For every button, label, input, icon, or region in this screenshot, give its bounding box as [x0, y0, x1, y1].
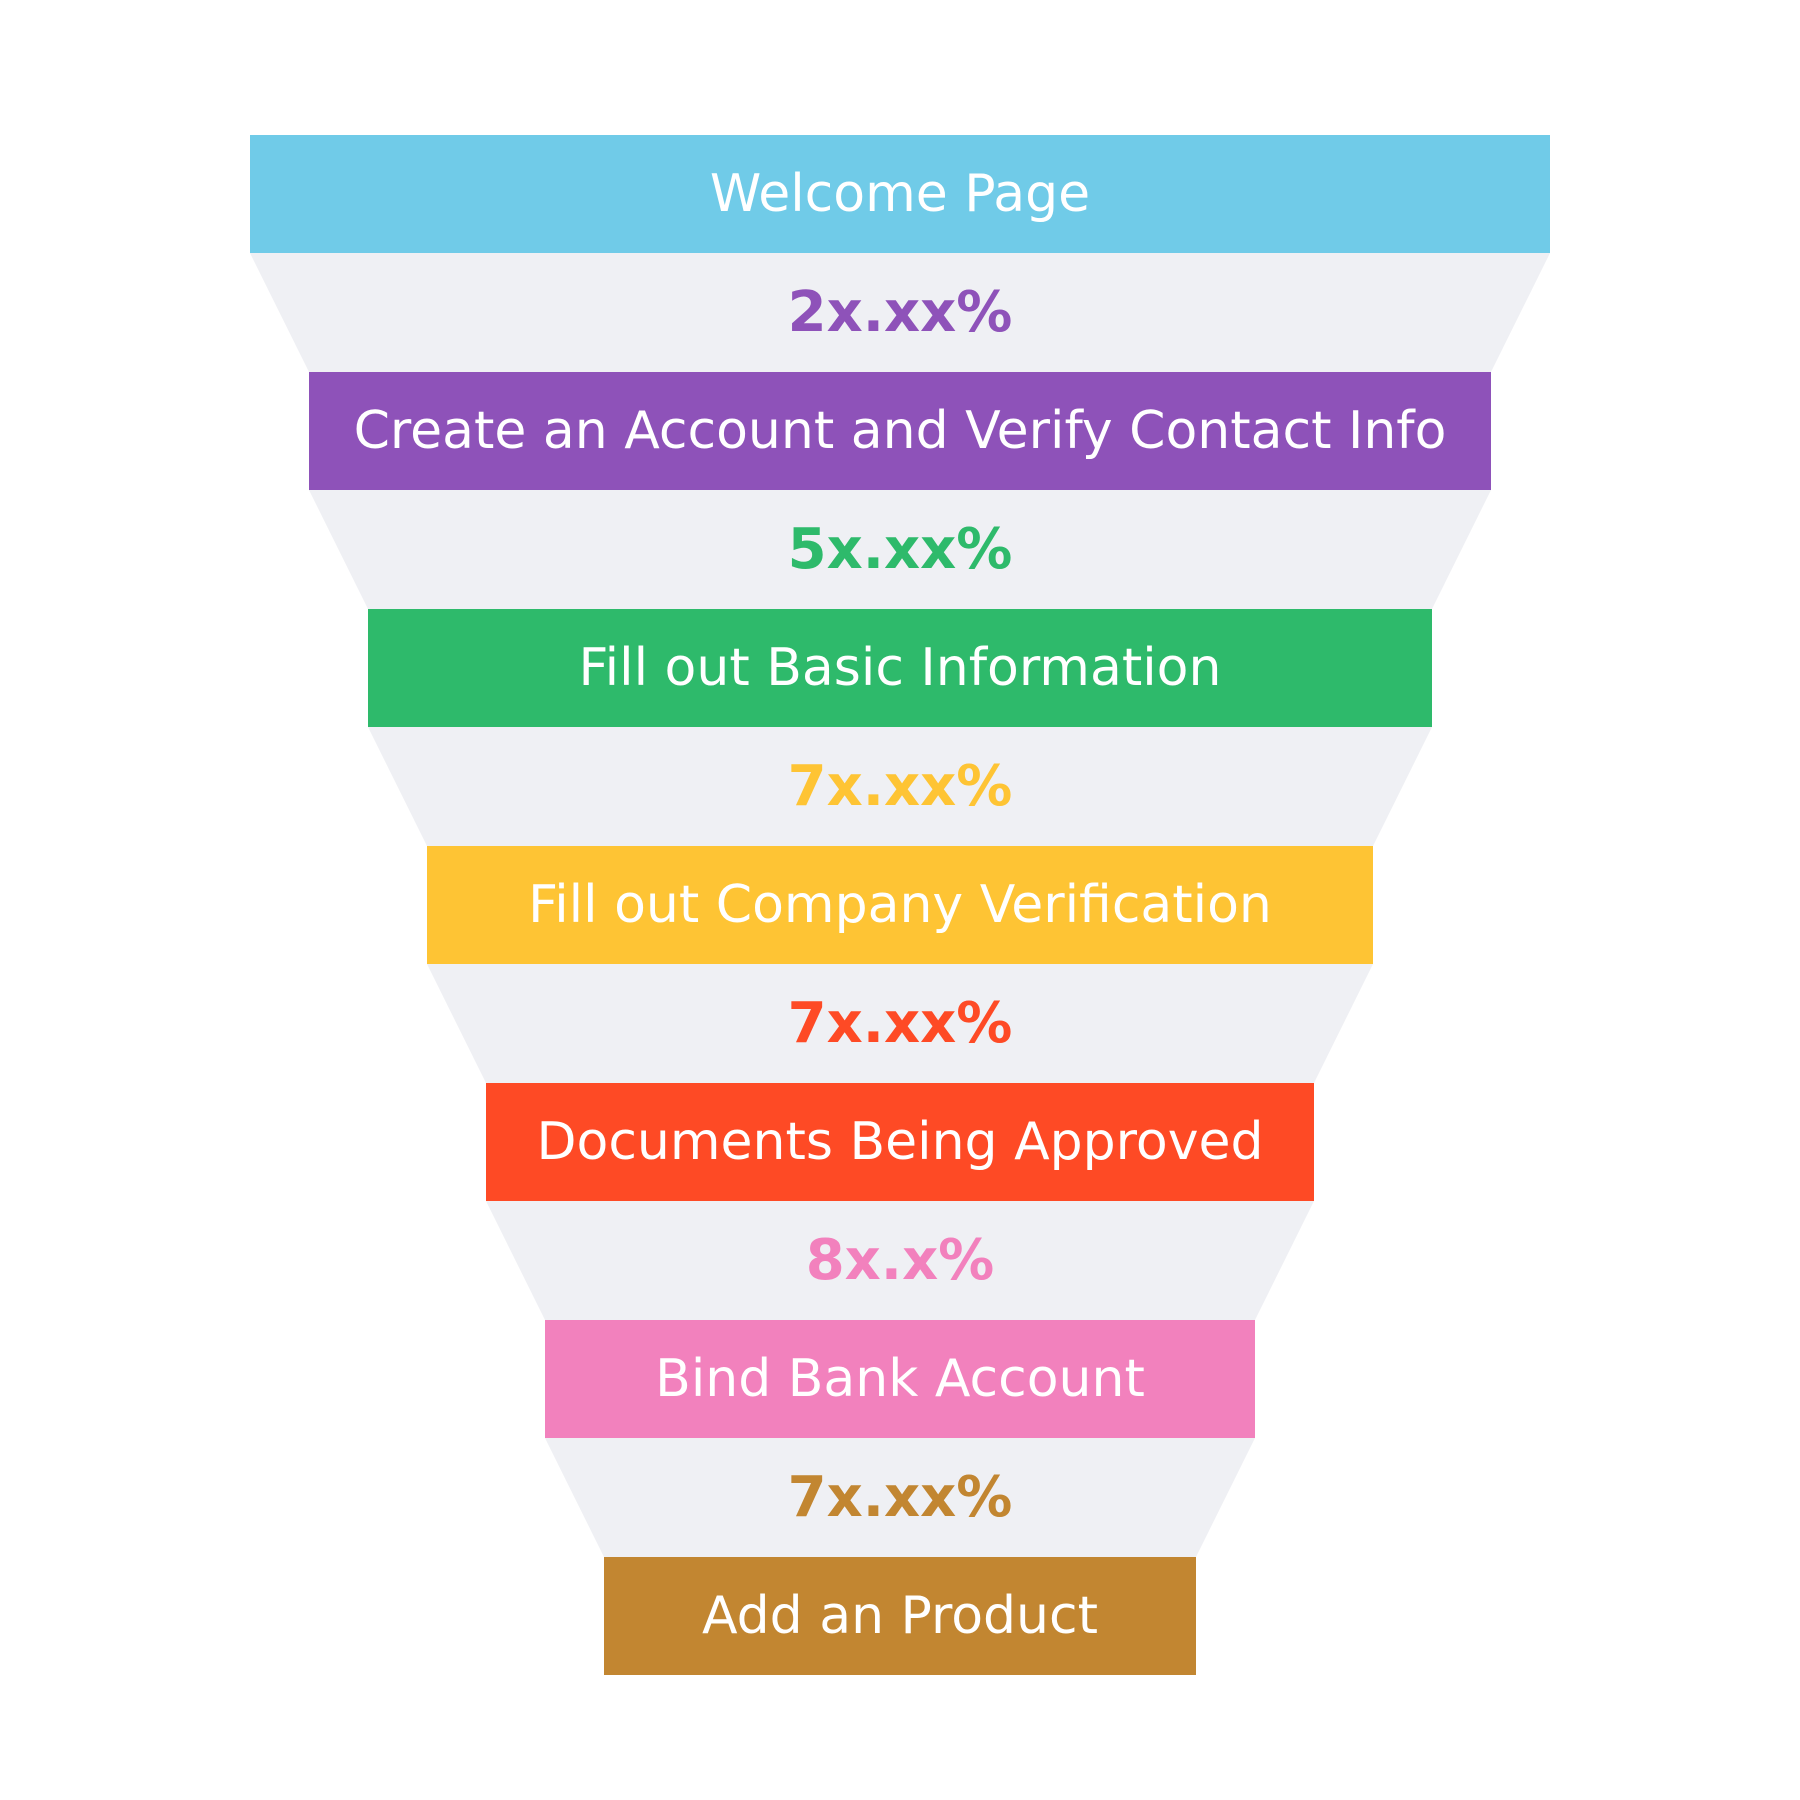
- funnel-connector: [309, 490, 1491, 609]
- funnel-rates: 2x.xx% 5x.xx% 7x.xx% 7x.xx% 8x.x% 7x.xx%: [788, 280, 1013, 1530]
- funnel-conversion-rate: 5x.xx%: [788, 517, 1013, 582]
- funnel-stage-label: Fill out Company Verification: [528, 875, 1272, 935]
- funnel-stage-bar: [309, 372, 1491, 490]
- funnel-stage-bar: [250, 135, 1550, 253]
- funnel-stage-label: Welcome Page: [710, 164, 1090, 224]
- funnel-stage-label: Fill out Basic Information: [579, 638, 1222, 698]
- funnel-connectors: [250, 253, 1550, 1557]
- funnel-conversion-rate: 2x.xx%: [788, 280, 1013, 345]
- funnel-connector: [368, 727, 1432, 846]
- funnel-stage-bar: [604, 1557, 1196, 1675]
- funnel-stage-label: Create an Account and Verify Contact Inf…: [354, 401, 1447, 461]
- funnel-stage-bar: [545, 1320, 1255, 1438]
- funnel-conversion-rate: 8x.x%: [806, 1228, 995, 1293]
- funnel-conversion-rate: 7x.xx%: [788, 754, 1013, 819]
- funnel-stage-label: Add an Product: [702, 1586, 1098, 1646]
- funnel-connector: [427, 964, 1373, 1083]
- funnel-stage-label: Documents Being Approved: [536, 1112, 1263, 1172]
- funnel-connector: [250, 253, 1550, 372]
- funnel-stage-label: Bind Bank Account: [655, 1349, 1145, 1409]
- funnel-connector: [545, 1438, 1255, 1557]
- funnel-connector: [486, 1201, 1314, 1320]
- funnel-stage-bar: [427, 846, 1373, 964]
- funnel-stage-bar: [486, 1083, 1314, 1201]
- funnel-conversion-rate: 7x.xx%: [788, 991, 1013, 1056]
- funnel-stage-bar: [368, 609, 1432, 727]
- funnel-conversion-rate: 7x.xx%: [788, 1465, 1013, 1530]
